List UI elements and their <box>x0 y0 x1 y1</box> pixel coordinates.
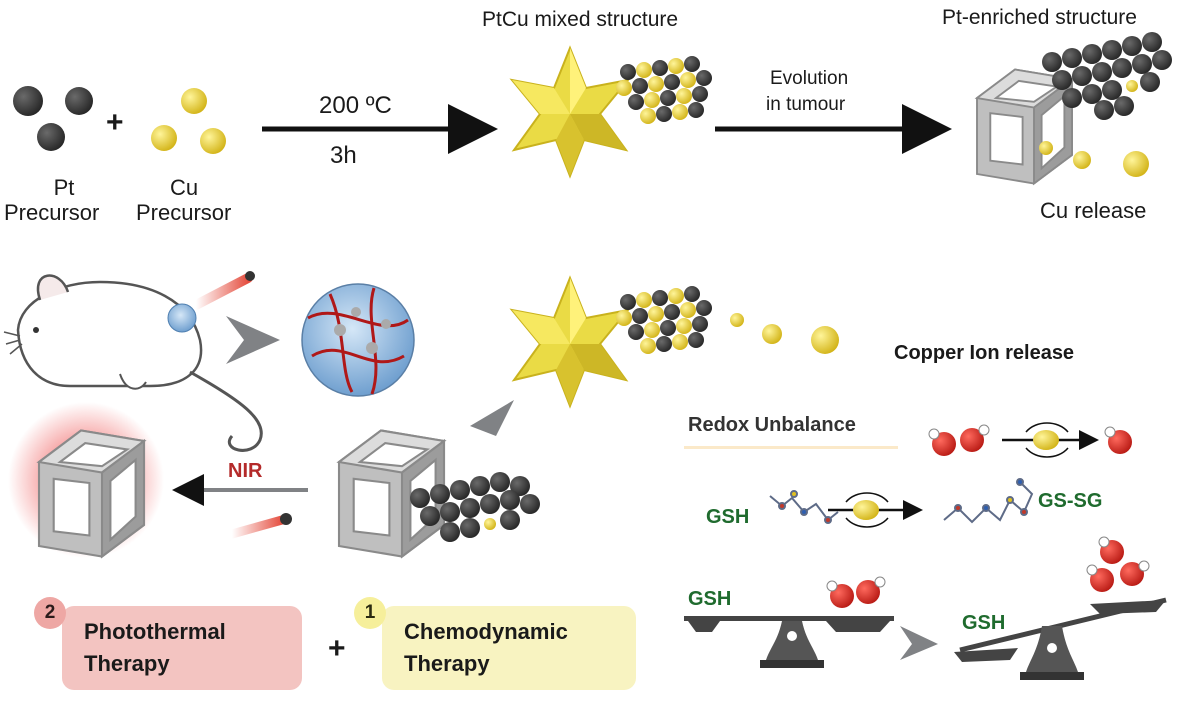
zoom-arrow-grey <box>226 316 280 364</box>
pt-enriched-title: Pt-enriched structure <box>942 6 1137 29</box>
copper-ion-release-title: Copper Ion release <box>894 342 1075 364</box>
evolution-line2: in tumour <box>766 94 846 115</box>
balance-shift-arrow <box>900 626 938 660</box>
cu-precursor-particles <box>151 88 226 154</box>
nir-label: NIR <box>228 460 263 482</box>
photothermal-line2: Therapy <box>84 651 170 676</box>
laser-tip-bottom <box>280 513 292 525</box>
cu-label-line2: Precursor <box>136 200 232 225</box>
pt-precursor-particles <box>13 86 93 151</box>
h2o2-molecule <box>928 424 990 456</box>
heated-cube <box>37 429 146 558</box>
gsh-label-right-balance: GSH <box>962 612 1006 634</box>
cu-label-line1: Cu <box>170 175 199 200</box>
plus-sign-top: + <box>106 106 124 139</box>
tumour-sphere <box>301 283 415 397</box>
cu-release-label: Cu release <box>1040 198 1147 223</box>
chemodynamic-box: Chemodynamic Therapy <box>382 606 636 690</box>
time-label: 3h <box>330 142 357 169</box>
pt-label-line2: Precursor <box>4 200 100 225</box>
pt-label-line1: Pt <box>53 175 75 200</box>
gsh-label-left-balance: GSH <box>688 588 732 610</box>
evolution-arrow-grey <box>470 400 514 436</box>
redox-unbalance-title: Redox Unbalance <box>688 414 856 436</box>
pt-enriched-sheet-middle <box>410 472 540 542</box>
gssg-label: GS-SG <box>1038 490 1103 512</box>
oh-radical <box>1104 426 1132 454</box>
balance-right <box>954 536 1167 680</box>
ptcu-star-top <box>511 47 629 177</box>
gsh-label-row: GSH <box>706 506 750 528</box>
ptcu-sheet-middle <box>616 286 712 354</box>
gssg-molecule <box>943 478 1034 524</box>
photothermal-badge: 2 <box>34 597 66 629</box>
evolution-line1: Evolution <box>770 68 849 89</box>
mouse-illustration <box>3 274 263 452</box>
balance-left <box>684 576 894 668</box>
laser-beam-top <box>191 273 253 310</box>
gsh-molecule <box>769 490 839 524</box>
laser-beam-bottom <box>227 515 287 539</box>
pt-enriched-sheet-top <box>1042 32 1172 120</box>
laser-tip-top <box>245 271 255 281</box>
chemodynamic-line1: Chemodynamic <box>404 619 568 644</box>
ptcu-mixed-title: PtCu mixed structure <box>482 8 679 31</box>
temperature-label: 200 ºC <box>319 92 392 119</box>
ptcu-star-middle <box>511 277 629 407</box>
chemodynamic-line2: Therapy <box>404 651 490 676</box>
chemodynamic-badge: 1 <box>354 597 386 629</box>
cu-catalyst-2 <box>853 500 879 520</box>
cu-ions-middle <box>730 313 839 354</box>
ptcu-sheet-top <box>616 56 712 124</box>
cu-catalyst-1 <box>1033 430 1059 450</box>
plus-sign-bottom: + <box>328 632 346 665</box>
photothermal-line1: Photothermal <box>84 619 226 644</box>
photothermal-box: Photothermal Therapy <box>62 606 302 690</box>
redox-underline <box>684 446 898 449</box>
cu-release-particles <box>1039 141 1149 177</box>
